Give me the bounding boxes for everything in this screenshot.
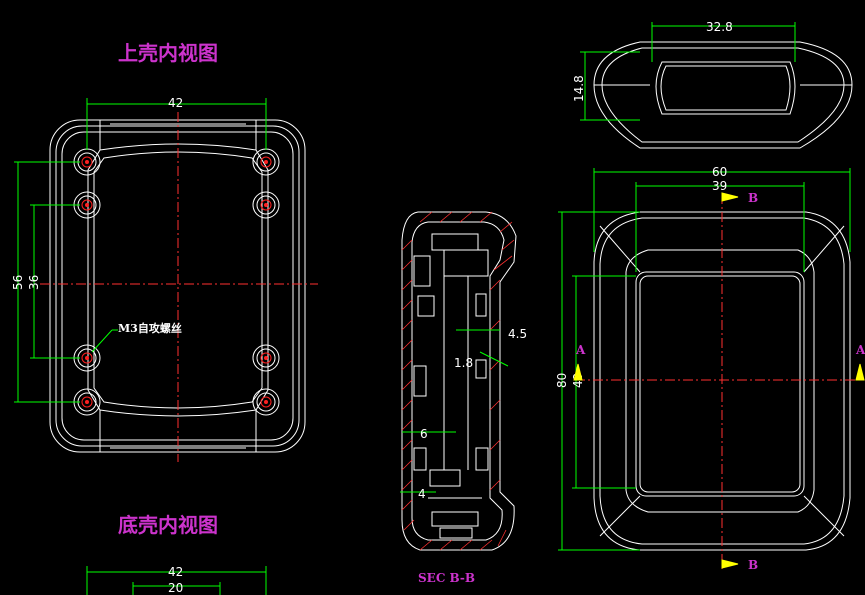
section-marker-b-top: B bbox=[748, 191, 758, 205]
screw-boss-top-right bbox=[252, 148, 280, 176]
dim-top-width: 42 bbox=[168, 96, 183, 110]
dim-top-height-outer: 56 bbox=[11, 275, 25, 290]
dim-bottom-width: 42 bbox=[168, 565, 183, 579]
dim-section-wall: 4.5 bbox=[508, 327, 527, 341]
top-shell-inner-view-title: 上壳内视图 bbox=[118, 41, 218, 65]
dim-front-inner-width: 39 bbox=[712, 179, 727, 193]
dim-bottom-inner-width: 20 bbox=[168, 581, 183, 595]
dim-top-height-inner: 36 bbox=[27, 275, 41, 290]
front-view: 60 39 80 49 B B A A bbox=[555, 165, 865, 572]
section-marker-a-left: A bbox=[575, 343, 586, 357]
screw-boss-lower-right bbox=[252, 344, 280, 372]
section-arrow-a-right bbox=[855, 363, 865, 381]
bottom-shell-view: 42 20 bbox=[86, 565, 267, 595]
section-arrow-a-left bbox=[573, 363, 583, 381]
dim-section-rib: 6 bbox=[420, 427, 428, 441]
dim-side-height: 14.8 bbox=[572, 75, 586, 102]
screw-note: M3自攻螺丝 bbox=[118, 321, 182, 335]
side-view: 32.8 14.8 bbox=[572, 20, 853, 149]
section-marker-b-bottom: B bbox=[748, 558, 758, 572]
section-label: SEC B-B bbox=[418, 571, 475, 585]
section-marker-a-right: A bbox=[855, 343, 865, 357]
bottom-shell-inner-view-title: 底壳内视图 bbox=[118, 513, 218, 537]
dim-front-height: 80 bbox=[555, 373, 569, 388]
dim-front-width: 60 bbox=[712, 165, 727, 179]
top-shell-view: 42 56 36 M3自攻螺丝 bbox=[11, 96, 318, 462]
screw-boss-bottom-right bbox=[252, 388, 280, 416]
dim-section-gap: 1.8 bbox=[454, 356, 473, 370]
screw-boss-upper-right bbox=[252, 191, 280, 219]
section-b-b-view: 4.5 1.8 6 4 SEC B-B bbox=[400, 211, 527, 585]
dim-side-width: 32.8 bbox=[706, 20, 733, 34]
section-arrow-b-bottom bbox=[721, 559, 739, 569]
section-arrow-b-top bbox=[721, 192, 739, 202]
dim-section-base: 4 bbox=[418, 487, 426, 501]
